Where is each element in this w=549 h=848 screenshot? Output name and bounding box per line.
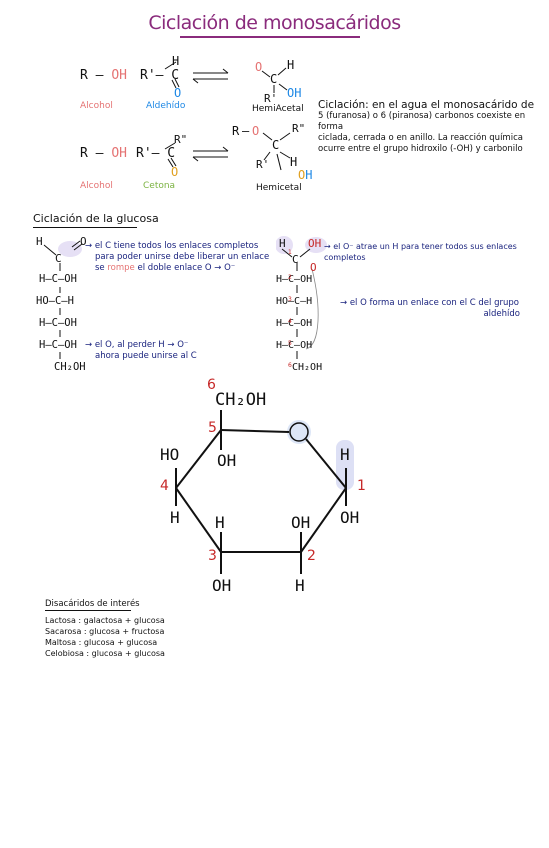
ring-c3-h: H xyxy=(215,513,225,532)
nchain-num-2: 2 xyxy=(288,274,292,281)
chain-row-3: HO–C–H xyxy=(36,295,74,307)
alcohol-label-2: Alcohol xyxy=(80,181,113,191)
ring-c2-h: H xyxy=(295,576,305,595)
ring-num-4: 4 xyxy=(160,478,169,494)
aldehyde-label: Aldehído xyxy=(146,101,186,111)
nchain-c1: C xyxy=(292,253,299,266)
ring-num-5: 5 xyxy=(208,420,217,436)
nchain-row-2: H–C–OH xyxy=(276,274,313,285)
numbered-chain-glucose: H OH C O H–C–OH HO–C–H H–C–OH H–C–OH CH₂… xyxy=(276,235,346,380)
nchain-num-6: 6 xyxy=(288,362,292,369)
ring-num-3: 3 xyxy=(208,548,217,564)
hemicetal-oh: OH xyxy=(298,168,313,182)
chain-o: O xyxy=(80,235,87,248)
chain-row-5: H–C–OH xyxy=(39,339,77,351)
chain-row-4: H–C–OH xyxy=(39,317,77,329)
ketone-r2: R" xyxy=(174,133,188,146)
ketone-formula: R'– C xyxy=(136,146,176,161)
nchain-row-6: CH₂OH xyxy=(292,362,323,373)
alcohol-label-1: Alcohol xyxy=(80,101,113,111)
disaccharides-list: Lactosa : galactosa + glucosa Sacarosa :… xyxy=(45,615,165,659)
disaccharide-item: Celobiosa : glucosa + glucosa xyxy=(45,649,165,658)
note-oxygen-lose-h: → el O, al perder H → O⁻ ahora puede uni… xyxy=(85,340,197,361)
chain-c1: C xyxy=(55,252,62,265)
disaccharides-underline xyxy=(45,610,131,611)
ring-c1-oh: OH xyxy=(340,508,360,527)
hemiacetal-h: H xyxy=(287,58,295,72)
hemicetal-o: O xyxy=(252,124,260,138)
disaccharide-item: Maltosa : glucosa + glucosa xyxy=(45,638,158,647)
disaccharide-item: Sacarosa : glucosa + fructosa xyxy=(45,627,165,636)
cetona-label: Cetona xyxy=(143,181,176,191)
nchain-h: H xyxy=(279,237,286,250)
disaccharides-title: Disacáridos de interés xyxy=(45,599,140,609)
nchain-num-3: 3 xyxy=(288,296,292,303)
ring-c2-oh: OH xyxy=(291,513,311,532)
hemicetal-label: Hemicetal xyxy=(256,183,302,193)
title-underline xyxy=(180,36,360,38)
hemiacetal-r: R' xyxy=(264,92,278,105)
hemicetal-h: H xyxy=(290,155,298,169)
hemicetal-bond: – xyxy=(242,124,250,138)
ring-c4-ho: HO xyxy=(160,445,180,464)
ketone-o: O xyxy=(171,165,179,179)
alcohol-formula-1: R – OH xyxy=(80,68,127,83)
ring-num-1: 1 xyxy=(357,478,366,494)
note-carbon-bonds: → el C tiene todos los enlaces completos… xyxy=(85,241,270,273)
note-attracts-h: → el O⁻ atrae un H para tener todos sus … xyxy=(324,242,517,262)
disaccharide-item: Lactosa : galactosa + glucosa xyxy=(45,616,165,625)
chain-h-top: H xyxy=(36,235,43,248)
definition: Ciclación: en el agua el monosacárido de… xyxy=(318,99,535,155)
ring-c5-oh: OH xyxy=(217,451,237,470)
nchain-oh: OH xyxy=(308,237,322,250)
glucose-section-title: Ciclación de la glucosa xyxy=(33,212,159,225)
aldehyde-formula: R'– C xyxy=(140,68,180,83)
ring-c3-oh: OH xyxy=(212,576,232,595)
aldehyde-o: O xyxy=(174,86,182,100)
nchain-num-5: 5 xyxy=(288,340,292,347)
hemicetal-c: C xyxy=(272,138,280,152)
aldehyde-h: H xyxy=(172,54,180,68)
ring-c4-h: H xyxy=(170,508,180,527)
hemiacetal-c: C xyxy=(270,72,278,86)
glucose-section-underline xyxy=(33,227,137,228)
hemicetal-r1: R' xyxy=(256,158,270,171)
alcohol-formula-2: R – OH xyxy=(80,146,127,161)
nchain-o: O xyxy=(310,261,317,274)
ring-c1-h: H xyxy=(340,445,350,464)
nchain-row-3: HO–C–H xyxy=(276,296,313,307)
nchain-row-4: H–C–OH xyxy=(276,318,313,329)
hemiacetal-label: HemiAcetal xyxy=(252,104,304,114)
hemiacetal-oh: OH xyxy=(287,86,302,100)
hemicetal-r: R xyxy=(232,124,240,138)
nchain-num-4: 4 xyxy=(288,318,292,325)
hemiacetal-o: O xyxy=(255,60,263,74)
ring-ch2oh: CH₂OH xyxy=(215,390,267,410)
ring-num-6: 6 xyxy=(207,377,216,393)
page-title: Ciclación de monosacáridos xyxy=(148,12,401,34)
chain-row-2: H–C–OH xyxy=(39,273,77,285)
hemicetal-r2: R" xyxy=(292,122,306,135)
nchain-row-5: H–C–OH xyxy=(276,340,313,351)
nchain-num-1: 1 xyxy=(288,249,292,256)
note-o-bond: → el O forma un enlace con el C del grup… xyxy=(340,298,520,319)
open-chain-glucose: H C O H–C–OH HO–C–H H–C–OH H–C–OH CH₂OH xyxy=(36,235,116,385)
ring-num-2: 2 xyxy=(307,548,316,564)
chain-row-6: CH₂OH xyxy=(54,361,86,373)
